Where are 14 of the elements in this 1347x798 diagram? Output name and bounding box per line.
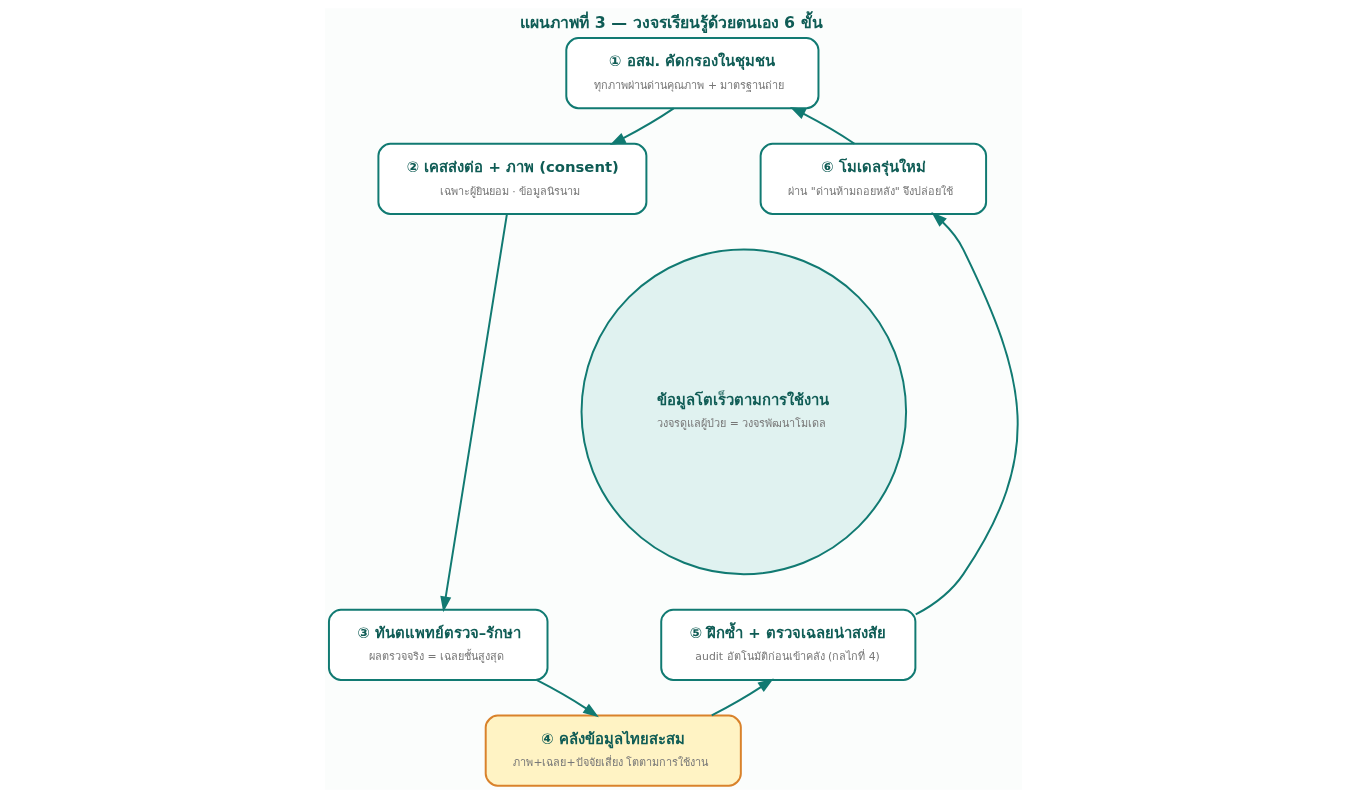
node-box: ③ ทันตแพทย์ตรวจ–รักษา ผลตรวจจริง = เฉลยชั้นสูงสุด — [327, 608, 549, 681]
arrow — [440, 213, 508, 613]
node-circle: ข้อมูลโตเร็วตามการใช้งาน วงจรดูแลผู้ป่วย = วงจรพัฒนาโมเดล — [580, 248, 908, 576]
diagram-title: แผนภาพที่ 3 — วงจรเรียนรู้ด้วยตนเอง 6 ขั้น — [520, 12, 823, 32]
node-box: ⑤ ฝึกซ้ำ + ตรวจเฉลยน่าสงสัย audit อัตโนมัติก่อนเข้าคลัง (กลไกที่ 4) — [660, 608, 917, 681]
arrow — [609, 107, 675, 146]
arrow — [914, 212, 1019, 616]
node-box: ① อสม. คัดกรองในชุมชน ทุกภาพผ่านด่านคุณภาพ + มาตรฐานถ่าย — [565, 37, 820, 110]
arrow — [535, 678, 599, 718]
arrow — [789, 106, 856, 145]
node-box: ⑥ โมเดลรุ่นใหม่ ผ่าน "ด่านห้ามถอยหลัง" จึงปล่อยใช้ — [759, 142, 988, 215]
node-box: ④ คลังข้อมูลไทยสะสม ภาพ+เฉลย+ปัจจัยเสี่ยง โตตามการใช้งาน — [484, 714, 742, 787]
arrow — [710, 678, 774, 717]
node-box: ② เคสส่งต่อ + ภาพ (consent) เฉพาะผู้ยินยอม · ข้อมูลนิรนาม — [377, 142, 648, 215]
